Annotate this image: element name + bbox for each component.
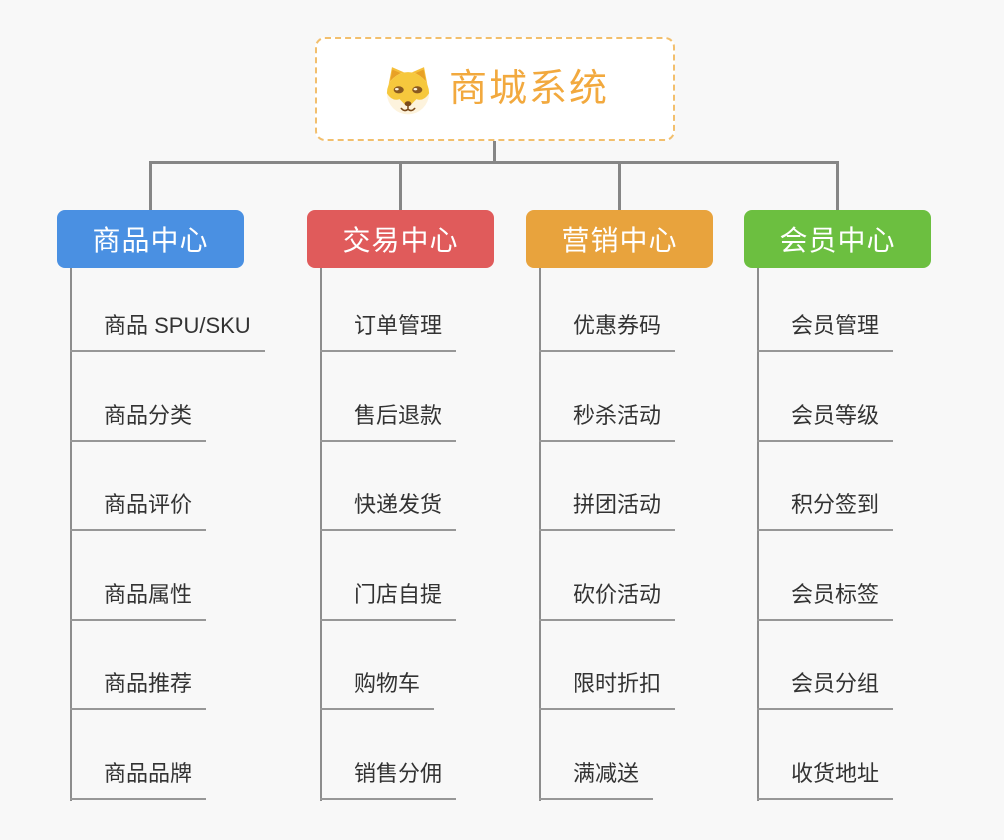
leaf-item[interactable]: 快递发货 — [320, 490, 457, 531]
leaf-item[interactable]: 商品 SPU/SKU — [70, 311, 265, 352]
branch-spine-0 — [70, 268, 72, 801]
branch-label: 营销中心 — [561, 225, 678, 256]
leaf-item[interactable]: 会员管理 — [757, 311, 894, 352]
leaf-item[interactable]: 砍价活动 — [539, 580, 676, 621]
leaf-item[interactable]: 满减送 — [539, 759, 654, 800]
leaf-item[interactable]: 销售分佣 — [320, 759, 457, 800]
leaf-item[interactable]: 会员分组 — [757, 669, 894, 710]
leaf-item[interactable]: 拼团活动 — [539, 490, 676, 531]
connector-root-stub — [493, 141, 496, 164]
leaf-item[interactable]: 秒杀活动 — [539, 401, 676, 442]
branch-label: 交易中心 — [342, 225, 459, 256]
leaf-item[interactable]: 积分签到 — [757, 490, 894, 531]
branch-spine-2 — [539, 268, 541, 801]
leaf-item[interactable]: 购物车 — [320, 669, 435, 710]
branch-header-2[interactable]: 营销中心 — [526, 210, 713, 268]
leaf-item[interactable]: 售后退款 — [320, 401, 457, 442]
branch-header-3[interactable]: 会员中心 — [744, 210, 931, 268]
leaf-item[interactable]: 商品属性 — [70, 580, 207, 621]
leaf-item[interactable]: 商品分类 — [70, 401, 207, 442]
branch-header-1[interactable]: 交易中心 — [307, 210, 494, 268]
branch-label: 商品中心 — [92, 225, 209, 256]
leaf-item[interactable]: 商品推荐 — [70, 669, 207, 710]
leaf-item[interactable]: 商品评价 — [70, 490, 207, 531]
leaf-item[interactable]: 优惠券码 — [539, 311, 676, 352]
leaf-item[interactable]: 收货地址 — [757, 759, 894, 800]
leaf-item[interactable]: 限时折扣 — [539, 669, 676, 710]
connector-drop-0 — [149, 161, 152, 210]
leaf-item[interactable]: 订单管理 — [320, 311, 457, 352]
leaf-item[interactable]: 商品品牌 — [70, 759, 207, 800]
root-title: 商城系统 — [448, 68, 609, 110]
root-node[interactable]: 商城系统 — [315, 37, 675, 141]
connector-bus — [149, 161, 839, 164]
connector-drop-2 — [618, 161, 621, 210]
branch-header-0[interactable]: 商品中心 — [57, 210, 244, 268]
connector-drop-3 — [836, 161, 839, 210]
leaf-item[interactable]: 会员等级 — [757, 401, 894, 442]
connector-drop-1 — [399, 161, 402, 210]
branch-spine-3 — [757, 268, 759, 801]
branch-spine-1 — [320, 268, 322, 801]
shiba-dog-icon — [386, 67, 430, 115]
leaf-item[interactable]: 会员标签 — [757, 580, 894, 621]
branch-label: 会员中心 — [779, 225, 896, 256]
leaf-item[interactable]: 门店自提 — [320, 580, 457, 621]
